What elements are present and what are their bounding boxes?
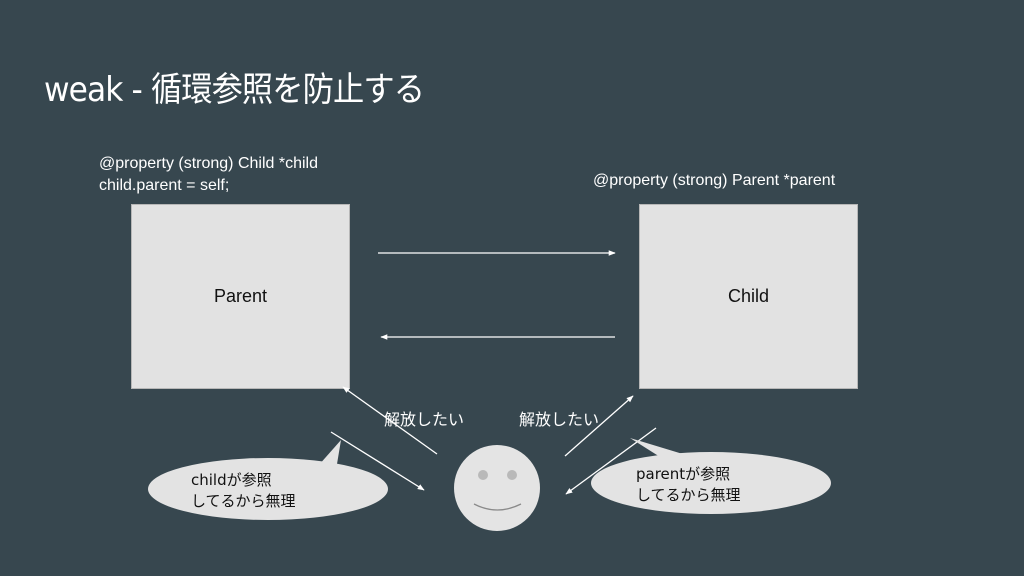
bubble-right-line-2: してるから無理: [636, 486, 741, 504]
parent-box-label: Parent: [213, 286, 268, 306]
bubble-left-text: childが参照 してるから無理: [191, 470, 296, 512]
parent-code-line-2: child.parent = self;: [99, 177, 230, 194]
child-box-label: Child: [727, 286, 770, 306]
parent-object-box: Parent: [131, 204, 350, 389]
release-arrow-to-parent: [342, 386, 438, 455]
release-label-left: 解放したい: [384, 410, 465, 429]
child-property-code: @property (strong) Parent *parent: [593, 170, 835, 192]
child-object-box: Child: [639, 204, 858, 389]
slide-title: weak - 循環参照を防止する: [44, 70, 425, 110]
bubble-right-line-1: parentが参照: [636, 465, 731, 483]
blocked-arrow-from-child: [565, 427, 657, 495]
bubble-left-line-1: childが参照: [191, 471, 272, 489]
child-code-line-1: @property (strong) Parent *parent: [593, 172, 836, 189]
smiley-face-icon: [454, 445, 540, 531]
speech-bubble-right: [591, 438, 831, 514]
blocked-arrow-from-parent: [330, 431, 425, 491]
release-label-right: 解放したい: [519, 410, 600, 429]
release-arrow-to-child: [564, 395, 634, 457]
speech-bubble-left: [148, 440, 388, 520]
bubble-left-line-2: してるから無理: [191, 492, 296, 510]
parent-property-code: @property (strong) Child *child child.pa…: [99, 153, 318, 197]
parent-code-line-1: @property (strong) Child *child: [99, 155, 318, 172]
bubble-right-text: parentが参照 してるから無理: [636, 464, 741, 506]
